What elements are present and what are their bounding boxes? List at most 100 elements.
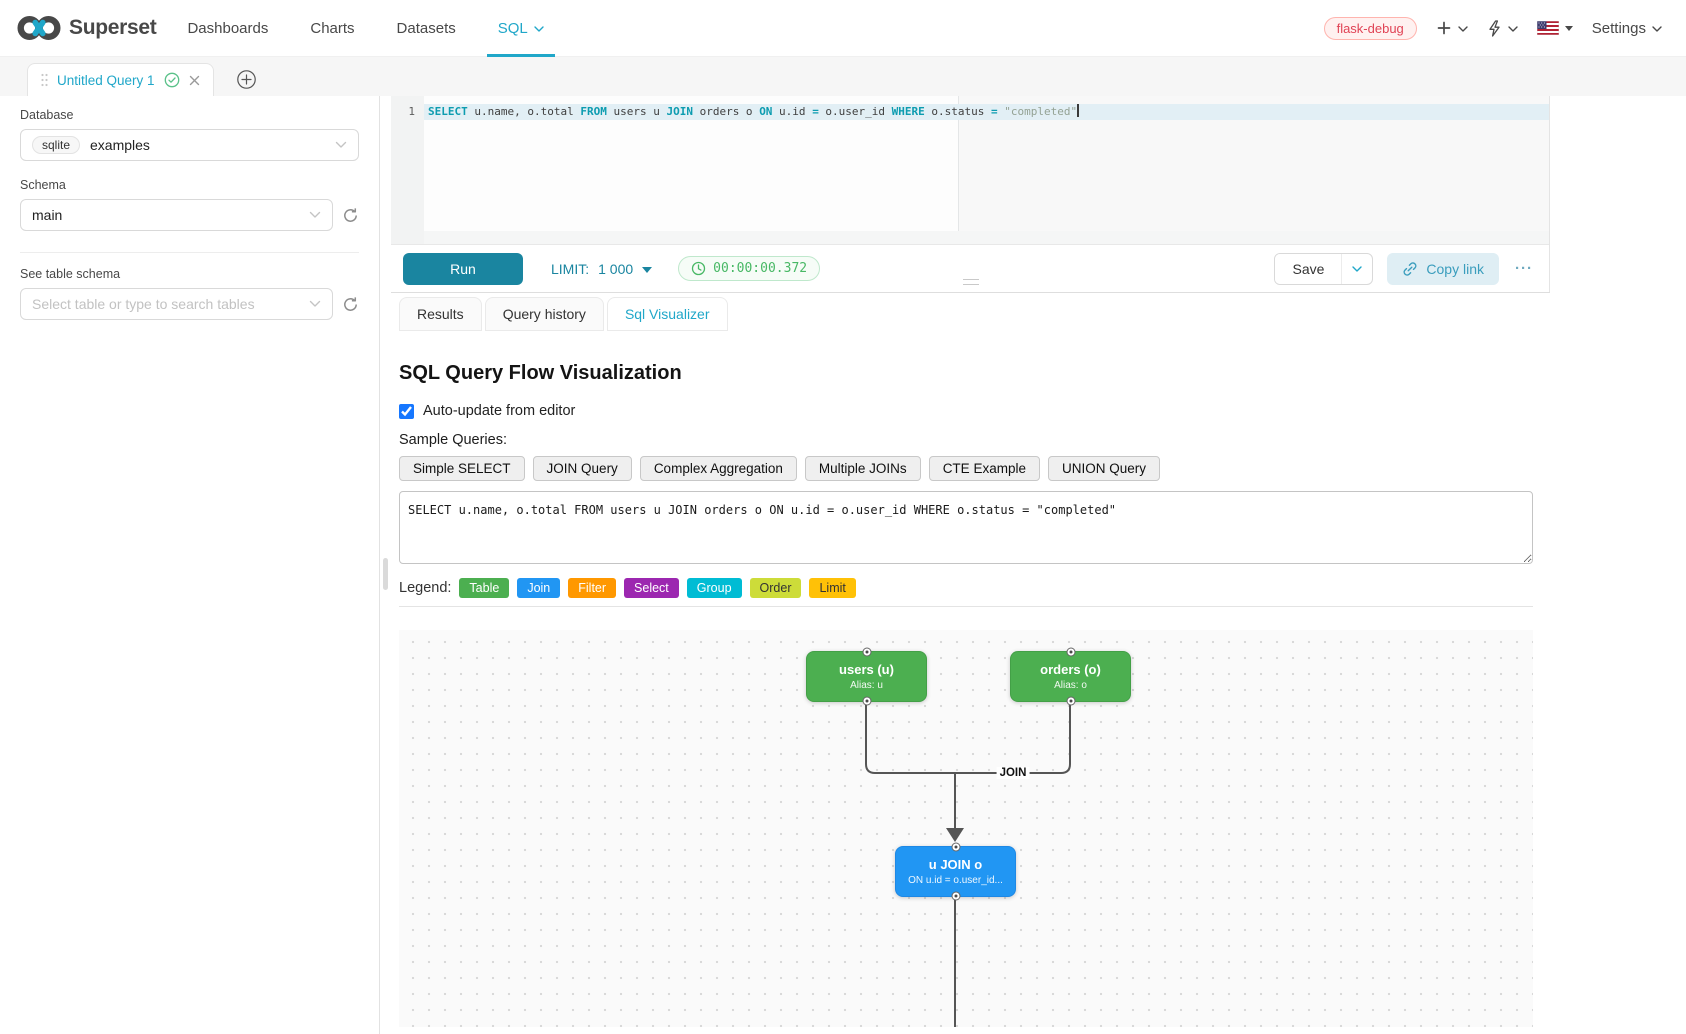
node-handle-top[interactable] — [1067, 648, 1074, 656]
refresh-icon[interactable] — [342, 296, 359, 313]
schema-select[interactable]: main — [20, 199, 333, 231]
tab-sql-visualizer[interactable]: Sql Visualizer — [606, 297, 728, 331]
settings-label: Settings — [1591, 19, 1646, 37]
auto-update-label: Auto-update from editor — [423, 403, 576, 419]
node-subtitle: Alias: u — [850, 680, 883, 691]
node-title: u JOIN o — [928, 857, 983, 872]
sample-query-button-complex-aggregation[interactable]: Complex Aggregation — [639, 456, 797, 481]
sample-query-button-join-query[interactable]: JOIN Query — [532, 456, 632, 481]
query-search-menu[interactable] — [1487, 19, 1518, 37]
sql-input[interactable]: SELECT u.name, o.total FROM users u JOIN… — [399, 491, 1533, 564]
flow-node-orders-o[interactable]: orders (o) Alias: o — [1010, 648, 1131, 705]
sample-query-button-cte-example[interactable]: CTE Example — [928, 456, 1040, 481]
clock-icon — [692, 261, 706, 276]
active-line-highlight — [424, 104, 1549, 120]
code-token: = — [991, 105, 998, 118]
schema-value: main — [32, 207, 63, 223]
node-handle-bottom[interactable] — [952, 892, 959, 900]
settings-menu[interactable]: Settings — [1592, 20, 1662, 37]
more-menu-button[interactable]: ··· — [1511, 260, 1537, 277]
brand-logo[interactable]: Superset — [16, 12, 157, 44]
sample-queries-label: Sample Queries: — [399, 432, 507, 448]
sample-query-button-union-query[interactable]: UNION Query — [1047, 456, 1160, 481]
auto-update-checkbox[interactable] — [399, 403, 414, 419]
caret-down-icon — [1564, 26, 1573, 35]
database-select[interactable]: sqlite examples — [20, 129, 359, 161]
sql-editor: 1 SELECT u.name, o.total FROM users u JO… — [391, 96, 1550, 292]
run-button[interactable]: Run — [403, 252, 523, 285]
save-button[interactable]: Save — [1275, 253, 1342, 284]
sample-buttons: Simple SELECT JOIN Query Complex Aggregati… — [399, 456, 1550, 481]
table-select-placeholder: Select table or type to search tables — [32, 296, 255, 312]
copy-link-button[interactable]: Copy link — [1387, 252, 1499, 285]
close-icon[interactable] — [189, 75, 200, 86]
code-token: u.id — [772, 105, 813, 118]
save-menu-chevron-icon[interactable] — [1341, 253, 1372, 284]
nav-item-label: SQL — [497, 19, 528, 37]
legend-badge-table: Table — [459, 578, 510, 598]
tab-query-history[interactable]: Query history — [484, 297, 604, 331]
chevron-down-icon — [1458, 26, 1468, 32]
code-token: orders o — [692, 105, 760, 118]
lightning-icon — [1489, 19, 1500, 37]
nav-item-label: Dashboards — [187, 19, 269, 37]
link-icon — [1403, 261, 1417, 276]
check-circle-icon — [164, 72, 180, 88]
node-handle-top[interactable] — [952, 843, 959, 851]
node-title: orders (o) — [1040, 662, 1101, 677]
node-handle-bottom[interactable] — [1067, 697, 1074, 705]
pane-splitter-handle[interactable] — [383, 558, 388, 590]
add-tab-button[interactable] — [230, 63, 263, 96]
legend-badge-limit: Limit — [809, 578, 856, 598]
limit-value: 1 000 — [598, 260, 634, 277]
node-handle-bottom[interactable] — [863, 697, 870, 705]
plus-icon — [1437, 21, 1451, 35]
sql-lab-sidebar: Database sqlite examples Schema main See… — [0, 96, 380, 1034]
code-token: JOIN — [666, 105, 693, 118]
content-divider — [399, 606, 1533, 607]
code-area[interactable]: 1 SELECT u.name, o.total FROM users u JO… — [391, 96, 1549, 244]
horizontal-scrollbar[interactable] — [424, 231, 1549, 244]
chevron-down-icon — [534, 26, 544, 32]
code-token: o.user_id — [818, 105, 892, 118]
chevron-down-icon — [309, 300, 321, 308]
refresh-icon[interactable] — [342, 207, 359, 224]
editor-gutter: 1 — [391, 96, 424, 244]
tab-results[interactable]: Results — [399, 297, 482, 331]
limit-label: LIMIT: — [551, 260, 590, 277]
sample-query-button-multiple-joins[interactable]: Multiple JOINs — [804, 456, 921, 481]
nav-item-datasets[interactable]: Datasets — [376, 0, 477, 57]
nav-item-dashboards[interactable]: Dashboards — [166, 0, 289, 57]
sidebar-divider — [20, 252, 359, 253]
pane-drag-handle[interactable] — [963, 279, 979, 285]
node-subtitle: Alias: o — [1054, 680, 1087, 691]
chevron-down-icon — [335, 141, 347, 149]
text-cursor — [1077, 104, 1079, 117]
sample-query-button-simple-select[interactable]: Simple SELECT — [399, 456, 525, 481]
table-select[interactable]: Select table or type to search tables — [20, 288, 333, 320]
table-schema-label: See table schema — [20, 267, 121, 281]
nav-item-sql[interactable]: SQL — [477, 0, 565, 57]
node-handle-top[interactable] — [863, 648, 870, 656]
legend-badge-group: Group — [686, 578, 742, 598]
query-tab[interactable]: Untitled Query 1 — [27, 63, 214, 96]
print-margin-line — [958, 96, 959, 244]
new-item-menu[interactable] — [1436, 20, 1468, 36]
superset-logo-icon — [17, 15, 61, 41]
code-token: = — [812, 105, 819, 118]
flow-node-users-u[interactable]: users (u)Alias: u — [806, 648, 927, 705]
legend-label: Legend: — [399, 580, 452, 596]
copy-link-label: Copy link — [1426, 260, 1484, 277]
language-menu[interactable] — [1536, 21, 1573, 35]
nav-item-charts[interactable]: Charts — [289, 0, 375, 57]
chevron-down-icon — [1508, 26, 1518, 32]
environment-badge: flask-debug — [1323, 16, 1417, 40]
line-number: 1 — [408, 105, 415, 118]
us-flag-icon — [1536, 21, 1559, 35]
sql-visualizer-panel: SQL Query Flow Visualization Auto-update… — [399, 362, 1550, 1027]
limit-dropdown[interactable]: LIMIT: 1 000 — [551, 260, 653, 277]
